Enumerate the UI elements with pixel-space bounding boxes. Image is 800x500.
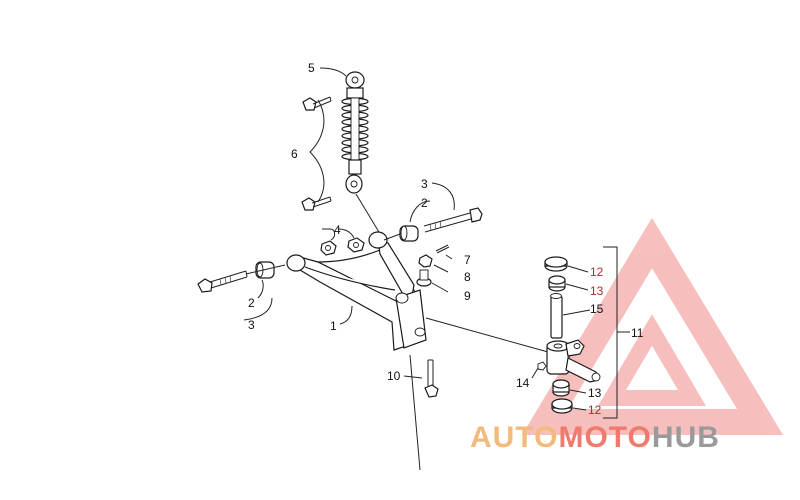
callout-7: 7 xyxy=(464,253,471,267)
callout-13-bottom: 13 xyxy=(588,386,602,400)
pivot-bolt-left xyxy=(197,270,248,293)
watermark-triangle xyxy=(522,217,784,435)
callout-3-right: 3 xyxy=(421,177,428,191)
shock-absorber xyxy=(341,71,369,194)
spindle-body xyxy=(546,339,601,383)
watermark-auto: AUTO xyxy=(470,421,558,454)
nut-4a xyxy=(320,240,337,256)
callout-11: 11 xyxy=(631,326,644,340)
bushing-right xyxy=(399,225,419,242)
watermark-hub: HUB xyxy=(652,421,720,454)
callout-13-top: 13 xyxy=(590,284,604,298)
watermark-moto: MOTO xyxy=(558,421,651,454)
a-arm xyxy=(286,231,427,351)
nut-4b xyxy=(347,237,365,253)
callout-3-left: 3 xyxy=(248,318,255,332)
callout-12-top: 12 xyxy=(590,265,604,279)
spindle-cap-top xyxy=(544,256,568,272)
callout-10: 10 xyxy=(387,369,401,383)
watermark-logo: AUTOMOTOHUB xyxy=(470,421,720,454)
bushing-top xyxy=(548,275,566,292)
callout-8: 8 xyxy=(464,270,471,284)
castle-nut xyxy=(418,254,433,268)
shock-shaft xyxy=(350,97,360,161)
kingpin xyxy=(550,293,563,339)
pivot-bolt-right xyxy=(423,207,483,233)
shock-bolt-bottom xyxy=(301,196,332,211)
washer-9 xyxy=(416,269,432,287)
callout-1: 1 xyxy=(330,319,337,333)
callout-9: 9 xyxy=(464,289,471,303)
callout-15: 15 xyxy=(590,302,604,316)
callout-2-left: 2 xyxy=(248,296,255,310)
cotter-pin xyxy=(435,244,450,254)
callout-14: 14 xyxy=(516,376,530,390)
bushing-bottom xyxy=(552,379,570,397)
ball-joint-bolt xyxy=(424,359,439,398)
callout-2-right: 2 xyxy=(421,196,428,210)
callout-12-bottom: 12 xyxy=(588,403,602,417)
callout-5: 5 xyxy=(308,61,315,75)
callout-4: 4 xyxy=(334,223,341,237)
callout-6: 6 xyxy=(291,147,298,161)
svg-text:AUTOMOTOHUB: AUTOMOTOHUB xyxy=(470,421,720,454)
grease-fitting xyxy=(537,361,547,371)
shock-bolt-top xyxy=(302,96,332,111)
spindle-cap-bottom xyxy=(551,398,573,414)
